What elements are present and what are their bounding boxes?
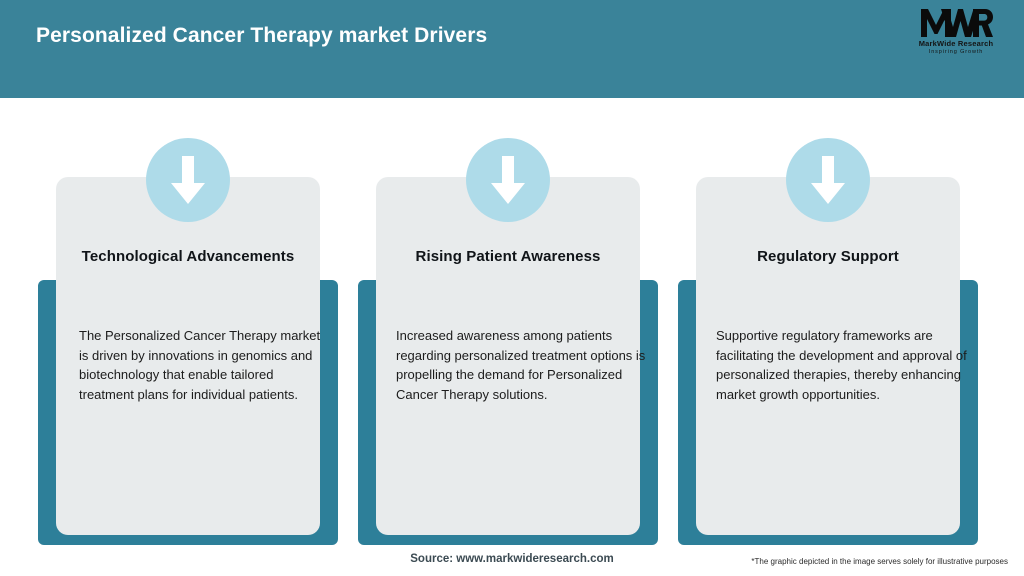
header-bar: Personalized Cancer Therapy market Drive… [0, 0, 1024, 98]
driver-card-3[interactable]: Regulatory Support Supportive regulatory… [678, 98, 978, 548]
card-panel [376, 177, 640, 535]
source-label: Source: www.markwideresearch.com [410, 553, 614, 565]
card-body-text: Increased awareness among patients regar… [396, 328, 646, 402]
card-heading: Rising Patient Awareness [415, 248, 601, 265]
mwr-monogram-icon [904, 8, 1008, 38]
card-panel [696, 177, 960, 535]
disclaimer-note: *The graphic depicted in the image serve… [751, 557, 1008, 566]
arrow-down-icon [466, 138, 550, 222]
page-title: Personalized Cancer Therapy market Drive… [36, 24, 488, 47]
card-heading: Regulatory Support [757, 248, 899, 265]
card-heading: Technological Advancements [81, 248, 295, 265]
logo-company-name: MarkWide Research [918, 39, 994, 48]
card-body-text: Supportive regulatory frameworks are fac… [716, 328, 967, 402]
brand-logo: MarkWide Research Inspiring Growth [904, 8, 1008, 60]
drivers-card-group: Technological Advancements The Personali… [0, 98, 1024, 576]
driver-card-2[interactable]: Rising Patient Awareness Increased aware… [358, 98, 658, 548]
card-panel [56, 177, 320, 535]
card-body-text: The Personalized Cancer Therapy market i… [79, 328, 321, 402]
driver-card-1[interactable]: Technological Advancements The Personali… [38, 98, 338, 548]
arrow-down-icon [786, 138, 870, 222]
logo-tagline: Inspiring Growth [928, 49, 984, 55]
arrow-down-icon [146, 138, 230, 222]
